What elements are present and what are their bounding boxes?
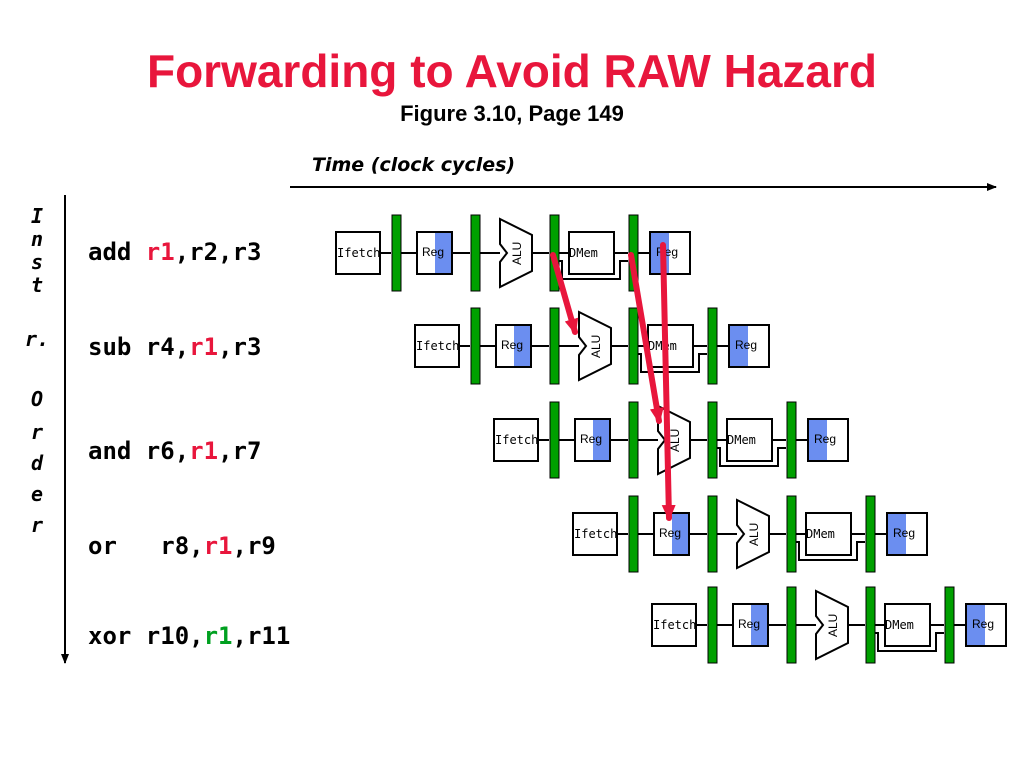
reg-read-half <box>751 605 767 645</box>
reg-write-label: Reg <box>893 526 915 540</box>
ifetch-label: Ifetch <box>574 527 617 541</box>
ifetch-label: Ifetch <box>337 246 380 260</box>
order-letter-n: n <box>30 227 44 251</box>
dmem-bypass-wire <box>796 541 865 561</box>
dmem-box <box>805 512 852 556</box>
dmem-box <box>884 603 931 647</box>
alu-shape <box>578 310 612 382</box>
instruction-or: or r8,r1,r9 <box>88 532 276 560</box>
dmem-bypass-wire <box>559 260 628 280</box>
pipeline-row-xor: Ifetch Reg ALU DMem Reg <box>651 586 1007 664</box>
dmem-box <box>726 418 773 462</box>
pipeline-latch <box>707 401 718 479</box>
ifetch-box <box>651 603 697 647</box>
alu-label: ALU <box>668 429 682 452</box>
dmem-label: DMem <box>727 433 756 447</box>
reg-read-half <box>672 514 688 554</box>
pipeline-latch <box>628 307 639 385</box>
pipeline-latch <box>786 495 797 573</box>
pipeline-row-or: Ifetch Reg ALU DMem Reg <box>572 495 928 573</box>
pipeline-latch <box>707 495 718 573</box>
reg-write-half <box>967 605 985 645</box>
pipeline-latch <box>470 214 481 292</box>
reg-read-label: Reg <box>659 526 681 540</box>
reg-write-label: Reg <box>656 245 678 259</box>
alu-label: ALU <box>826 614 840 637</box>
order-letter-d: d <box>30 451 44 475</box>
reg-write-label: Reg <box>735 338 757 352</box>
ifetch-box <box>414 324 460 368</box>
alu-shape <box>815 589 849 661</box>
reg-read-label: Reg <box>422 245 444 259</box>
reg-read-half <box>435 233 451 273</box>
time-axis-label: Time (clock cycles) <box>312 154 516 176</box>
pipeline-latch <box>707 586 718 664</box>
order-letter-s: s <box>30 250 44 274</box>
forwarding-arrow-3 <box>660 242 676 521</box>
forwarding-arrow-1 <box>550 252 579 335</box>
dmem-label: DMem <box>885 618 914 632</box>
pipeline-latch <box>628 495 639 573</box>
instruction-and: and r6,r1,r7 <box>88 437 262 465</box>
reg-write-half <box>730 326 748 366</box>
dmem-box <box>568 231 615 275</box>
ifetch-box <box>493 418 539 462</box>
ifetch-box <box>572 512 618 556</box>
order-letter-O: O <box>30 387 44 411</box>
order-letter-e: e <box>30 482 44 506</box>
order-letter-r2: r <box>30 513 44 537</box>
reg-write-half <box>809 420 827 460</box>
alu-label: ALU <box>589 335 603 358</box>
pipeline-latch <box>865 586 876 664</box>
pipeline-latch <box>549 307 560 385</box>
forwarding-arrow-2 <box>628 252 664 424</box>
reg-write-label: Reg <box>814 432 836 446</box>
dmem-label: DMem <box>569 246 598 260</box>
alu-shape <box>499 217 533 289</box>
dmem-box <box>647 324 694 368</box>
reg-write-half <box>888 514 906 554</box>
pipeline-latch <box>944 586 955 664</box>
instruction-add: add r1,r2,r3 <box>88 238 262 266</box>
alu-shape <box>736 498 770 570</box>
dmem-bypass-wire <box>717 447 786 467</box>
pipeline-latch <box>865 495 876 573</box>
pipeline-latch <box>786 401 797 479</box>
pipeline-latch <box>628 401 639 479</box>
pipeline-latch <box>391 214 402 292</box>
order-letter-I: I <box>30 204 44 228</box>
ifetch-label: Ifetch <box>653 618 696 632</box>
reg-read-label: Reg <box>738 617 760 631</box>
dmem-bypass-wire <box>638 353 707 373</box>
ifetch-box <box>335 231 381 275</box>
pipeline-latch <box>707 307 718 385</box>
alu-label: ALU <box>510 242 524 265</box>
pipeline-latch <box>470 307 481 385</box>
reg-write-label: Reg <box>972 617 994 631</box>
pipeline-latch <box>549 401 560 479</box>
order-letter-r-dot: r. <box>24 327 50 351</box>
reg-read-label: Reg <box>580 432 602 446</box>
dmem-bypass-wire <box>875 632 944 652</box>
slide-title: Forwarding to Avoid RAW Hazard <box>146 45 878 97</box>
reg-read-label: Reg <box>501 338 523 352</box>
order-letter-t: t <box>30 273 44 297</box>
pipeline-latch <box>786 586 797 664</box>
reg-read-half <box>514 326 530 366</box>
figure-reference: Figure 3.10, Page 149 <box>400 101 624 126</box>
instruction-sub: sub r4,r1,r3 <box>88 333 262 361</box>
instruction-xor: xor r10,r1,r11 <box>88 622 291 650</box>
ifetch-label: Ifetch <box>495 433 538 447</box>
reg-read-half <box>593 420 609 460</box>
order-letter-r: r <box>30 420 44 444</box>
pipeline-row-and: Ifetch Reg ALU DMem Reg <box>493 401 849 479</box>
alu-label: ALU <box>747 523 761 546</box>
dmem-label: DMem <box>806 527 835 541</box>
ifetch-label: Ifetch <box>416 339 459 353</box>
